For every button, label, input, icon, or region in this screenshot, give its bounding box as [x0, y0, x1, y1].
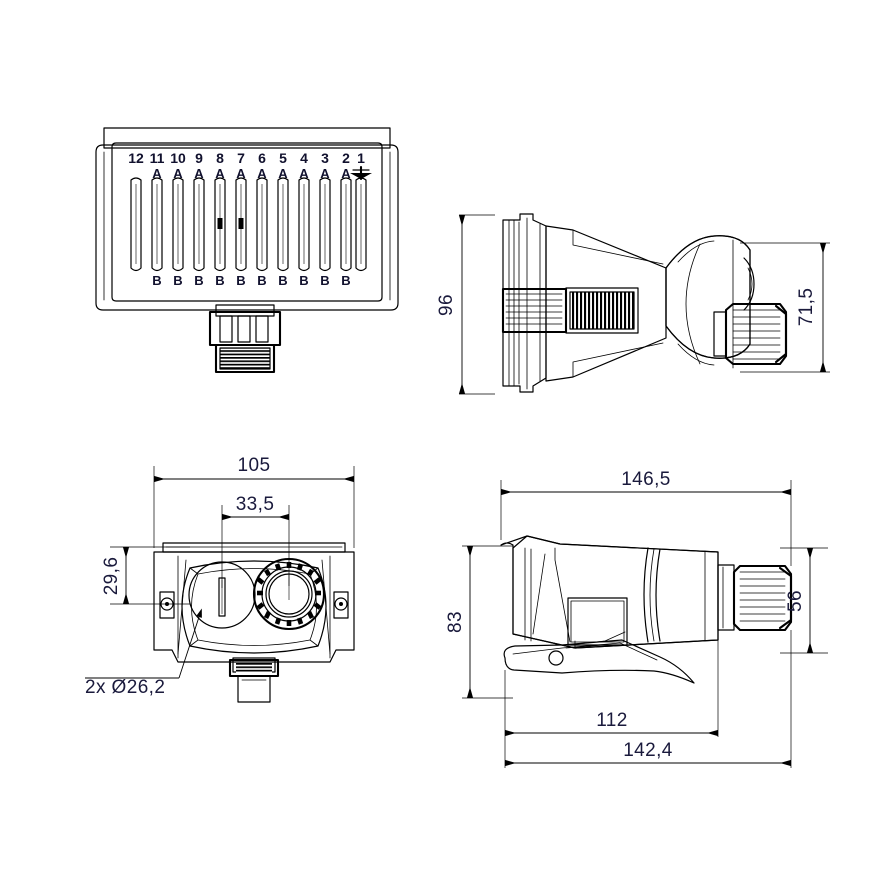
slot-label-a-7: A	[236, 166, 246, 181]
dimension-label-96: 96	[436, 294, 457, 316]
release-lever	[503, 639, 695, 684]
screw-right	[333, 591, 349, 619]
dimension-29-6: 29,6	[101, 546, 190, 605]
slot-number-2: 2	[342, 150, 350, 166]
view-side-elevation: 146,5 83 56 112 142,4	[445, 469, 828, 768]
upper-row-labels: A A A A A A A A A A	[152, 166, 351, 181]
cable-boot-rear	[228, 657, 280, 703]
dimension-71-5: 71,5	[740, 242, 830, 373]
contact-slot-7	[235, 177, 247, 272]
dimension-label-146-5: 146,5	[621, 469, 671, 490]
slot-label-a-8: A	[215, 166, 225, 181]
contact-slot-9	[193, 177, 205, 272]
contact-slot-6	[256, 177, 268, 272]
slot-label-b-5: B	[278, 273, 287, 288]
contact-slot-group	[130, 177, 367, 272]
slot-label-a-9: A	[194, 166, 204, 181]
dimension-label-142-4: 142,4	[623, 740, 673, 761]
slot-label-b-3: B	[320, 273, 329, 288]
contact-slot-10	[172, 177, 184, 272]
dimension-label-56: 56	[785, 590, 806, 612]
slot-label-b-6: B	[257, 273, 266, 288]
contact-slot-1	[355, 177, 367, 272]
dimension-label-105: 105	[238, 455, 271, 476]
knurled-cap	[713, 302, 788, 366]
slot-number-1: 1	[357, 150, 365, 166]
ribbed-latch	[501, 287, 639, 334]
slot-number-6: 6	[258, 150, 266, 166]
view-top-plan: 96 71,5	[436, 213, 830, 395]
slot-number-11: 11	[150, 150, 165, 166]
slot-label-b-9: B	[194, 273, 203, 288]
dimension-56: 56	[780, 547, 828, 654]
view-front-face: 12 11 10 9 8 7 6 5 4 3 2 1 A A A A A A A…	[95, 127, 399, 374]
slot-number-12: 12	[128, 150, 144, 166]
dimension-label-33-5: 33,5	[236, 494, 275, 515]
knurled-cap-side	[732, 564, 793, 632]
slot-label-b-10: B	[173, 273, 182, 288]
slot-label-b-8: B	[215, 273, 224, 288]
dimension-33-5: 33,5	[221, 494, 290, 588]
slot-label-a-4: A	[299, 166, 309, 181]
slot-label-a-3: A	[320, 166, 330, 181]
slot-label-b-11: B	[152, 273, 161, 288]
slot-number-4: 4	[300, 150, 308, 166]
earth-ground-icon	[350, 165, 372, 181]
slot-number-10: 10	[170, 150, 186, 166]
contact-slot-5	[277, 177, 289, 272]
callout-label-bore: 2x Ø26,2	[85, 677, 165, 698]
slot-label-a-11: A	[152, 166, 162, 181]
contact-slot-3	[319, 177, 331, 272]
slot-number-labels: 12 11 10 9 8 7 6 5 4 3 2 1	[128, 150, 365, 166]
contact-slot-2	[340, 177, 352, 272]
contact-slot-12	[130, 177, 142, 272]
slot-label-a-2: A	[341, 166, 351, 181]
slot-number-7: 7	[237, 150, 245, 166]
dimension-83: 83	[445, 545, 513, 699]
slot-label-a-6: A	[257, 166, 267, 181]
dimension-label-71-5: 71,5	[796, 288, 817, 327]
cable-boot	[208, 304, 282, 374]
callout-bore-diameter: 2x Ø26,2	[85, 608, 202, 698]
view-rear-face: 105 33,5 29,6 2x Ø26,2	[85, 455, 355, 703]
dimension-105: 105	[153, 455, 355, 548]
lower-row-labels: B B B B B B B B B B	[152, 273, 350, 288]
slot-label-a-10: A	[173, 166, 183, 181]
contact-slot-11	[151, 177, 163, 272]
slot-number-5: 5	[279, 150, 287, 166]
slot-label-b-7: B	[236, 273, 245, 288]
dimension-112: 112	[504, 640, 719, 737]
dimension-96: 96	[436, 214, 495, 395]
slot-number-3: 3	[321, 150, 329, 166]
slot-label-b-2: B	[341, 273, 350, 288]
slot-number-9: 9	[195, 150, 203, 166]
contact-slot-4	[298, 177, 310, 272]
dimension-label-29-6: 29,6	[101, 557, 122, 596]
slot-number-8: 8	[216, 150, 224, 166]
dimension-label-83: 83	[445, 611, 466, 633]
slot-label-b-4: B	[299, 273, 308, 288]
dimension-label-112: 112	[596, 710, 628, 731]
dimension-142-4: 142,4	[504, 630, 792, 768]
slot-label-a-5: A	[278, 166, 288, 181]
dimension-146-5: 146,5	[500, 469, 792, 566]
contact-slot-8	[214, 177, 226, 272]
